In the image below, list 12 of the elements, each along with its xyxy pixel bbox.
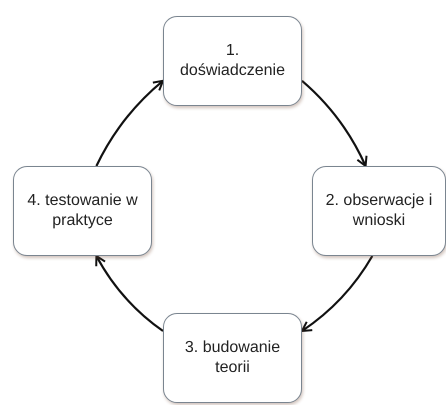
process-box xyxy=(312,166,446,256)
curved-arrow xyxy=(95,255,164,332)
process-box xyxy=(163,313,302,403)
curved-arrow xyxy=(301,255,374,332)
step-label: 4. testowanie w praktyce xyxy=(26,191,139,231)
curved-arrow xyxy=(95,80,164,166)
curved-arrow xyxy=(301,80,368,167)
step-label: 2. obserwacje i wnioski xyxy=(324,191,434,231)
process-box xyxy=(163,16,302,106)
step-label: 3. budowanie teorii xyxy=(184,338,282,378)
step-label: 1. doświadczenie xyxy=(179,41,286,81)
process-box xyxy=(13,166,152,256)
